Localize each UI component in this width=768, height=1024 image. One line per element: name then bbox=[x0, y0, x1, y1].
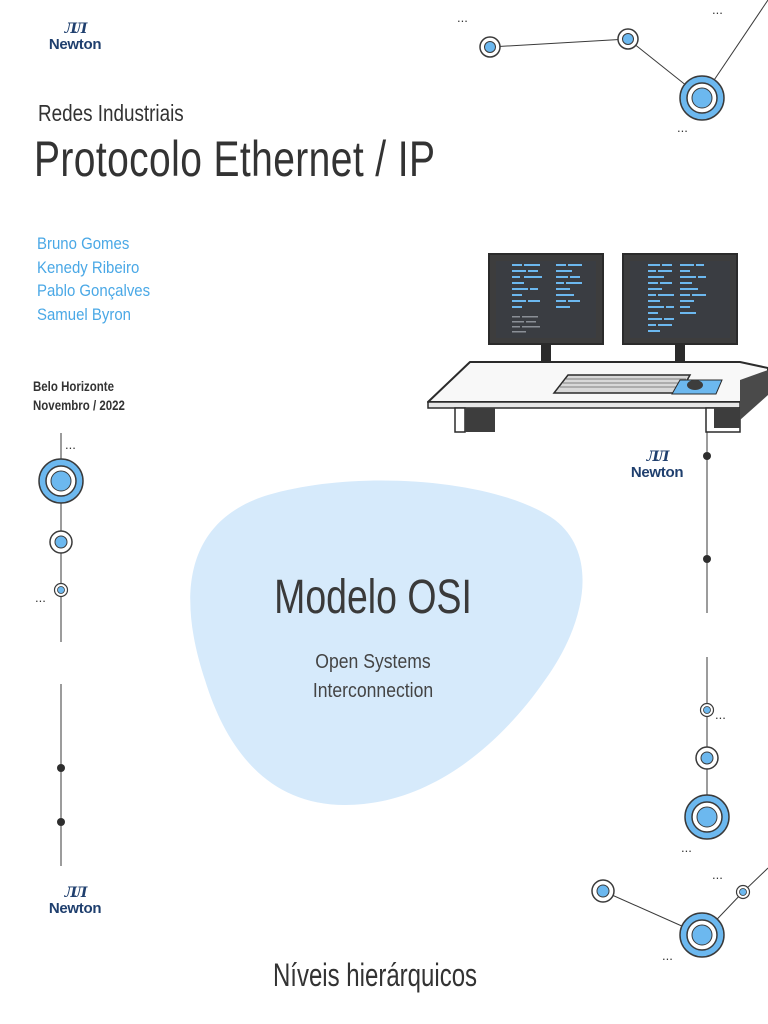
osi-title: Modelo OSI bbox=[274, 571, 472, 624]
network-graphic-bottom bbox=[591, 867, 768, 958]
footer-heading: Níveis hierárquicos bbox=[272, 957, 478, 993]
author-name: Samuel Byron bbox=[37, 304, 131, 324]
newton-logo-middle: ЛЛ Newton bbox=[622, 450, 692, 481]
newton-logo-word: Newton bbox=[48, 900, 102, 917]
city: Belo Horizonte bbox=[33, 378, 115, 394]
osi-subtitle-line: Open Systems bbox=[315, 651, 431, 673]
ellipsis-dots: ... bbox=[35, 590, 46, 605]
network-graphic-right bbox=[684, 431, 730, 840]
ellipsis-dots: ... bbox=[681, 840, 692, 855]
author-name: Pablo Gonçalves bbox=[37, 281, 151, 300]
newton-logo-mark: ЛЛ bbox=[646, 449, 670, 465]
osi-subtitle-line: Interconnection bbox=[312, 680, 434, 702]
newton-logo-word: Newton bbox=[630, 464, 684, 481]
ellipsis-dots: ... bbox=[677, 120, 688, 135]
author-list: Bruno Gomes Kenedy Ribeiro Pablo Gonçalv… bbox=[37, 232, 150, 326]
place-date: Belo Horizonte Novembro / 2022 bbox=[33, 377, 125, 415]
newton-logo-top: ЛЛ Newton bbox=[40, 22, 110, 53]
workstation-illustration bbox=[427, 253, 768, 433]
ellipsis-dots: ... bbox=[65, 437, 76, 452]
author-name: Kenedy Ribeiro bbox=[37, 257, 140, 277]
course-subtitle: Redes Industriais bbox=[38, 100, 184, 126]
newton-logo-mark: ЛЛ bbox=[64, 21, 88, 37]
ellipsis-dots: ... bbox=[662, 948, 673, 963]
newton-logo-bottom: ЛЛ Newton bbox=[40, 886, 110, 917]
page-title: Protocolo Ethernet / IP bbox=[34, 131, 436, 187]
ellipsis-dots: ... bbox=[712, 867, 723, 882]
author-name: Bruno Gomes bbox=[37, 234, 130, 253]
newton-logo-mark: ЛЛ bbox=[64, 885, 88, 901]
ellipsis-dots: ... bbox=[457, 10, 468, 25]
ellipsis-dots: ... bbox=[712, 2, 723, 17]
ellipsis-dots: ... bbox=[715, 707, 726, 722]
newton-logo-word: Newton bbox=[48, 36, 102, 53]
date: Novembro / 2022 bbox=[33, 397, 125, 413]
osi-subtitle: Open Systems Interconnection bbox=[241, 648, 505, 706]
network-graphic-left bbox=[38, 433, 84, 866]
network-graphic-top bbox=[479, 0, 768, 121]
highlight-blob bbox=[190, 480, 583, 805]
